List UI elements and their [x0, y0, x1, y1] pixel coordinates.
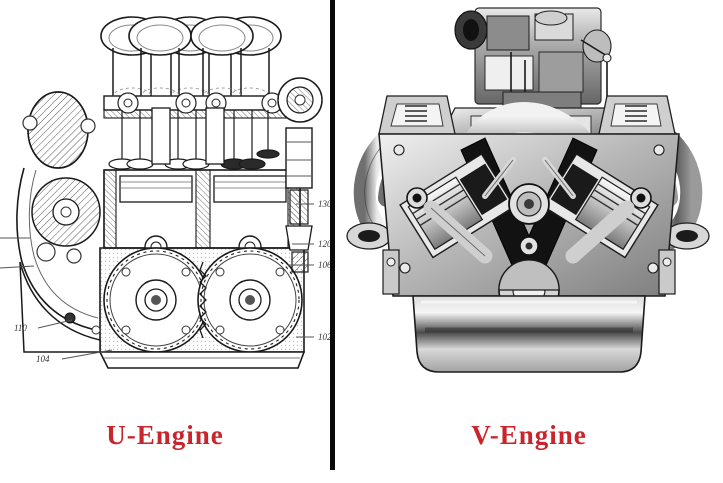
- ref-number-120: 120: [318, 239, 330, 249]
- ref-number-102: 102: [318, 332, 330, 342]
- accessory-housing: [16, 91, 101, 353]
- v-engine-caption: V-Engine: [335, 405, 723, 465]
- ref-number-104: 104: [36, 354, 50, 364]
- carburetor-assembly: [454, 7, 612, 109]
- oil-pan: [98, 351, 306, 369]
- reference-leaders: [0, 203, 314, 360]
- ref-number-106: 106: [318, 260, 330, 270]
- u-engine-caption: U-Engine: [0, 405, 330, 465]
- ref-number-110: 110: [14, 323, 27, 333]
- reference-number-labels: 130 120 106 102 110 104: [14, 199, 330, 364]
- crank-gear-left: [103, 247, 209, 353]
- v-engine-cutaway-photo: [335, 0, 723, 400]
- cylinder-block-v: [378, 133, 680, 321]
- left-bank-cylinder: [399, 153, 516, 264]
- v-engine-photo-panel: [335, 0, 723, 400]
- ref-number-130: 130: [318, 199, 330, 209]
- cylinder-head-assembly: [103, 92, 301, 119]
- valve-train: [108, 107, 280, 170]
- cylinder-block: [103, 169, 301, 259]
- panel-divider: [330, 0, 335, 470]
- engine-mounts: [382, 249, 676, 295]
- u-engine-line-drawing: 130 120 106 102 110 104: [0, 0, 330, 400]
- crankshaft: [508, 183, 550, 256]
- dual-crankshaft-gears: [103, 247, 303, 353]
- v-engine-caption-text: V-Engine: [471, 419, 587, 450]
- u-engine-caption-text: U-Engine: [106, 419, 224, 450]
- crank-gear-right: [197, 247, 303, 353]
- u-engine-diagram-panel: 130 120 106 102 110 104: [0, 0, 330, 400]
- oil-pan: [412, 295, 646, 373]
